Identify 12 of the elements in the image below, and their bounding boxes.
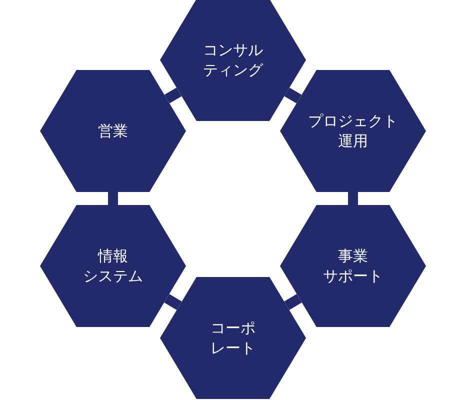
connector-bar: [284, 88, 302, 104]
connector-bar: [108, 192, 118, 205]
connector-bar: [164, 294, 182, 310]
hexagon-label: 事業サポート: [323, 246, 383, 286]
hexagon-label: 情報システム: [83, 246, 143, 286]
connector-bar: [284, 294, 302, 310]
hexagon-label: 営業: [98, 120, 128, 142]
connector-bar: [348, 192, 358, 205]
hexagon-label: コーポレート: [210, 318, 256, 358]
connector-bar: [164, 88, 182, 104]
hexagon-label: プロジェクト運用: [308, 110, 398, 152]
hexagon-label: コンサルティング: [203, 40, 263, 80]
